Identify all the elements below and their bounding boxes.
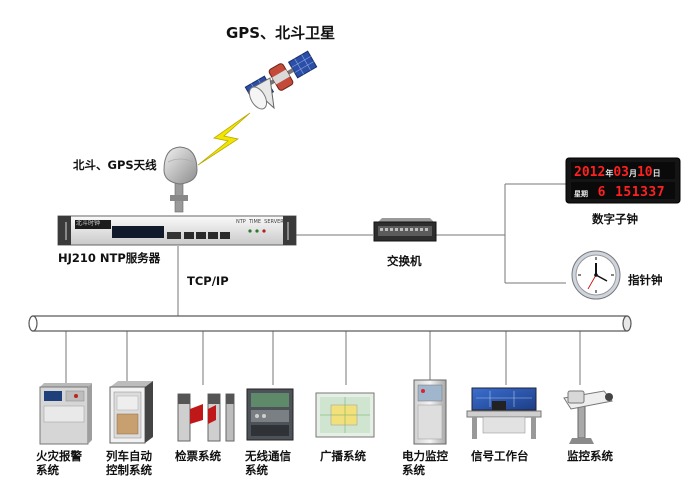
gps-antenna-icon bbox=[163, 146, 198, 213]
clock-weekday: 6 bbox=[597, 185, 606, 200]
power-monitoring-cabinet bbox=[413, 379, 447, 445]
clock-year: 2012 bbox=[574, 165, 606, 180]
fire-alarm-device bbox=[39, 383, 92, 445]
satellite-label: GPS、北斗卫星 bbox=[226, 24, 336, 42]
server-brand: 北斗时钟 bbox=[76, 220, 101, 227]
clock-time: 151337 bbox=[615, 185, 666, 200]
clock-month: 03 bbox=[613, 165, 629, 180]
wireless-comm-device bbox=[246, 388, 294, 441]
satellite-icon bbox=[244, 50, 318, 110]
clock-day: 10 bbox=[636, 165, 653, 180]
network-switch-device bbox=[373, 218, 437, 242]
clock-time-row: 星期 6 151337 bbox=[574, 182, 666, 200]
server-label: HJ210 NTP服务器 bbox=[58, 251, 161, 265]
ntp-server-device bbox=[57, 215, 297, 246]
broadcast-device bbox=[315, 392, 375, 438]
subsystem-label-fire-alarm: 火灾报警系统 bbox=[36, 449, 82, 477]
server-panel-text: NTP TIME SERVER bbox=[236, 219, 284, 225]
antenna-label: 北斗、GPS天线 bbox=[73, 158, 157, 172]
subsystem-label-train-control: 列车自动控制系统 bbox=[106, 449, 152, 477]
analog-clock-device bbox=[571, 250, 621, 300]
signal-workstation-device bbox=[466, 387, 542, 439]
train-control-cabinet bbox=[109, 381, 153, 444]
digital-clock-device bbox=[565, 157, 681, 204]
subsystem-label-wireless: 无线通信系统 bbox=[245, 449, 291, 477]
analog-clock-label: 指针钟 bbox=[628, 273, 663, 287]
digital-clock-label: 数字子钟 bbox=[592, 212, 638, 226]
clock-day-unit: 日 bbox=[652, 169, 661, 178]
subsystem-label-signal-workstation: 信号工作台 bbox=[471, 449, 529, 463]
clock-weekday-label: 星期 bbox=[574, 190, 588, 198]
network-bus bbox=[28, 315, 632, 332]
subsystem-label-broadcast: 广播系统 bbox=[320, 449, 366, 463]
ticket-gate-device bbox=[177, 393, 235, 442]
protocol-label: TCP/IP bbox=[187, 274, 229, 288]
switch-label: 交换机 bbox=[387, 254, 422, 268]
signal-lightning-icon bbox=[197, 112, 251, 166]
subsystem-label-ticket-check: 检票系统 bbox=[175, 449, 221, 463]
subsystem-label-power-monitoring: 电力监控系统 bbox=[402, 449, 448, 477]
clock-year-unit: 年 bbox=[605, 169, 614, 178]
surveillance-camera-device bbox=[563, 390, 613, 444]
subsystem-label-surveillance: 监控系统 bbox=[567, 449, 613, 463]
clock-date-row: 2012年03月10日 bbox=[574, 162, 661, 180]
connection-lines bbox=[65, 183, 581, 385]
clock-month-unit: 月 bbox=[628, 169, 637, 178]
